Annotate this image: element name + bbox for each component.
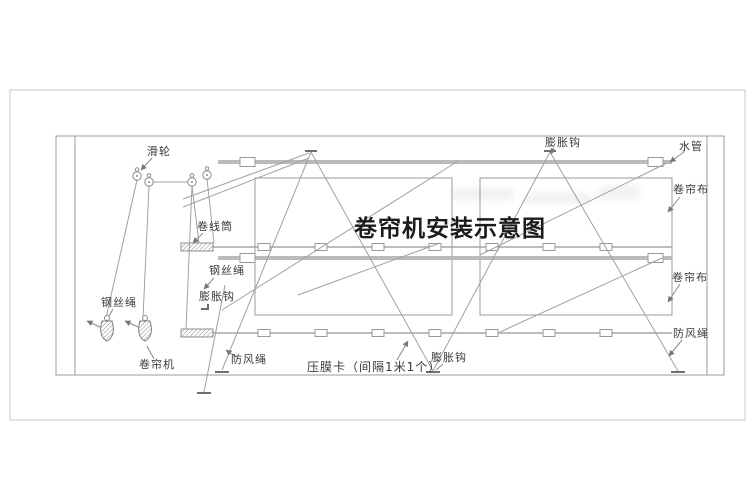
watermark-smudge <box>452 185 640 204</box>
pulley-icon <box>132 167 142 181</box>
label-water-pipe: 水管 <box>679 140 703 153</box>
label-expansion-hook-top: 膨胀钩 <box>545 136 581 149</box>
leader-expansion-top <box>550 147 557 155</box>
diagram-title: 卷帘机安装示意图 <box>354 215 546 242</box>
leader-windproof-right <box>668 339 683 357</box>
label-expansion-hook-center: 膨胀钩 <box>199 290 235 303</box>
greenhouse-frame <box>55 135 725 376</box>
water-pipe-lower <box>218 253 672 263</box>
roller-machine-icon <box>124 315 152 342</box>
leader-film-clip <box>396 340 409 361</box>
leader-wire-rope-center <box>203 277 215 290</box>
label-curtain-cloth-lower: 卷帘布 <box>672 271 708 284</box>
leader-water-pipe <box>669 151 685 163</box>
film-bar-lower <box>180 328 672 338</box>
label-pulley: 滑轮 <box>147 145 171 158</box>
leader-roller-machine <box>146 345 155 360</box>
label-expansion-hook-bottom: 膨胀钩 <box>431 351 467 364</box>
leader-winding-drum <box>192 232 204 244</box>
label-film-clip-note: 压膜卡（间隔1米1个） <box>307 360 442 374</box>
pulley-icon <box>144 173 154 187</box>
pulley-icon <box>202 166 212 180</box>
label-windproof-rope-right: 防风绳 <box>673 327 709 340</box>
pulley-icon <box>187 173 197 187</box>
leader-pulley <box>140 157 153 171</box>
label-curtain-cloth-upper: 卷帘布 <box>673 183 709 196</box>
label-windproof-rope-left: 防风绳 <box>231 353 267 366</box>
winding-drum-lower <box>180 328 214 338</box>
film-bar-upper <box>180 242 672 252</box>
leader-curtain-lower <box>667 283 681 303</box>
leader-curtain-upper <box>667 196 681 213</box>
outer-border <box>9 89 746 421</box>
pulley-assembly <box>132 166 212 187</box>
roller-machine-icon <box>86 315 114 342</box>
winding-drum-upper <box>180 242 214 252</box>
leader-windproof-left <box>225 349 237 358</box>
leader-lines <box>108 147 685 371</box>
wire-rope-lines <box>182 152 668 333</box>
label-wire-rope-center: 钢丝绳 <box>209 264 245 277</box>
label-roller-machine: 卷帘机 <box>139 358 175 371</box>
leader-wire-rope-left <box>108 308 114 317</box>
expansion-hook-mark <box>201 304 209 310</box>
water-pipe-top <box>218 157 672 167</box>
windproof-rope-w <box>197 150 685 394</box>
label-winding-drum: 卷线筒 <box>197 220 233 233</box>
leader-expansion-bottom <box>435 363 444 371</box>
label-wire-rope-left: 钢丝绳 <box>101 296 137 309</box>
